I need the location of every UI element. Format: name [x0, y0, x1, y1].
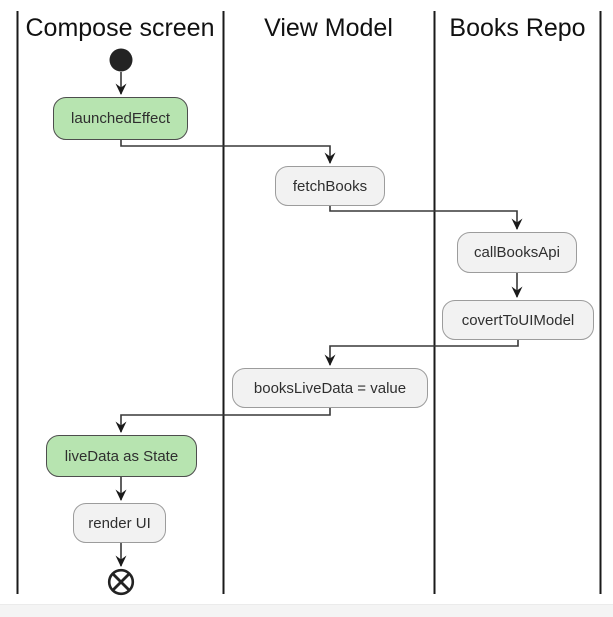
edge-coverttouimodel-books-livedata [324, 340, 519, 366]
edge-launchedeffect-fetchbooks [120, 140, 336, 164]
node-render-ui: render UI [73, 503, 166, 543]
node-fetch-books: fetchBooks [275, 166, 385, 206]
lane-title-books-repo: Books Repo [449, 14, 586, 42]
lane-dividers [16, 11, 602, 594]
edge-fetchbooks-callbooksapi [329, 206, 523, 230]
page-bottom-strip [0, 604, 613, 617]
node-live-data-as-state: liveData as State [46, 435, 197, 477]
node-covert-to-ui-model: covertToUIModel [442, 300, 594, 340]
node-books-live-data: booksLiveData = value [232, 368, 428, 408]
node-launched-effect: launchedEffect [53, 97, 188, 140]
final-node [107, 568, 135, 596]
lane-title-compose-screen: Compose screen [25, 14, 215, 42]
lane-title-view-model: View Model [264, 14, 393, 42]
flow-connectors [115, 72, 523, 567]
initial-node [109, 48, 133, 72]
node-call-books-api: callBooksApi [457, 232, 577, 273]
edge-bookslivedata-livedataasstate [115, 408, 331, 433]
